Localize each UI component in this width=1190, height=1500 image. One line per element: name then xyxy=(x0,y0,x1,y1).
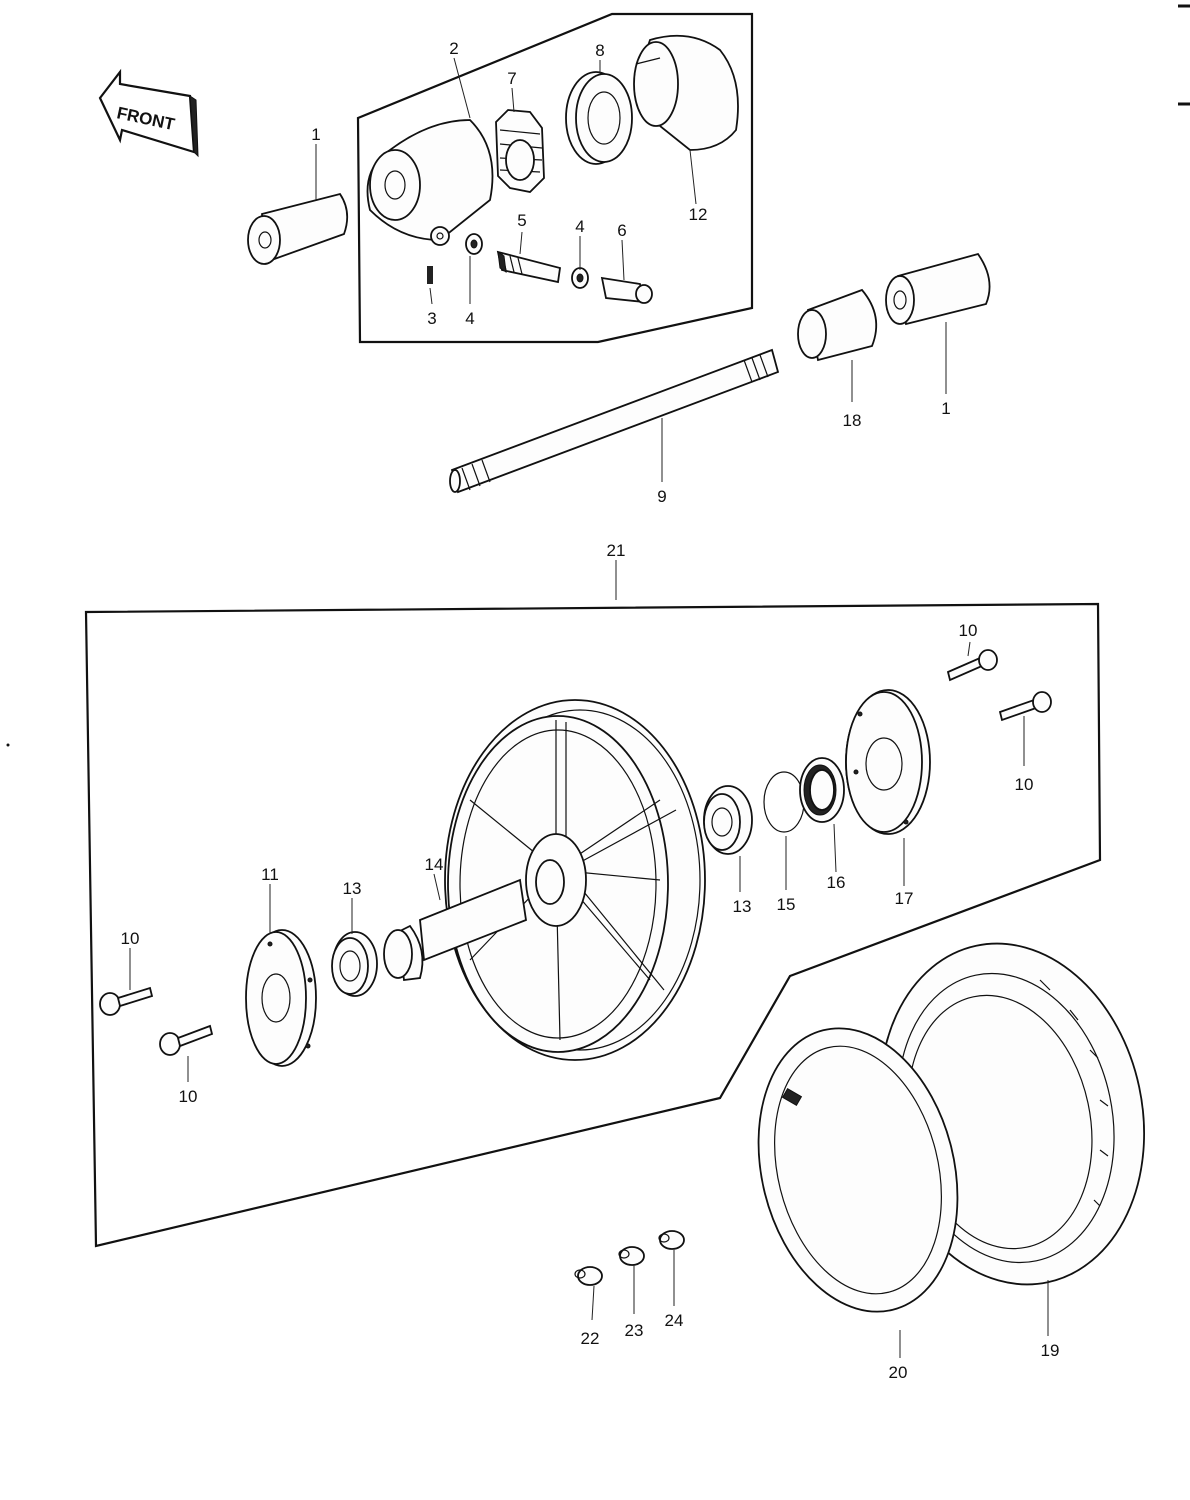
part-10-bolt-top-2 xyxy=(998,691,1052,722)
part-18-collar xyxy=(797,288,878,362)
callout-4-right: 4 xyxy=(575,217,584,236)
part-11-hub-disc xyxy=(245,929,317,1067)
part-13-bearing-left xyxy=(331,931,378,997)
part-17-hub-disc xyxy=(845,689,931,835)
callout-20: 20 xyxy=(889,1363,908,1382)
callout-24: 24 xyxy=(665,1311,684,1330)
part-20-inner-tube xyxy=(757,1027,959,1313)
front-direction-badge: FRONT xyxy=(98,68,199,158)
callout-4-left: 4 xyxy=(465,309,474,328)
stray-dot xyxy=(6,743,10,747)
callout-21: 21 xyxy=(607,541,626,560)
part-14-cast-wheel xyxy=(444,699,706,1061)
callout-1-top: 1 xyxy=(311,125,320,144)
callout-22: 22 xyxy=(581,1329,600,1348)
part-7-gear xyxy=(495,109,545,193)
callout-12: 12 xyxy=(689,205,708,224)
callout-15: 15 xyxy=(777,895,796,914)
callout-9: 9 xyxy=(657,487,666,506)
part-10-bolt-left-1 xyxy=(99,986,154,1016)
part-6-bushing xyxy=(600,276,653,304)
callout-18: 18 xyxy=(843,411,862,430)
part-1-spacer-top xyxy=(247,192,349,265)
part-24-valve-nut xyxy=(658,1230,685,1250)
callout-10-top-1: 10 xyxy=(959,621,978,640)
wheel-hub-sleeve xyxy=(419,878,527,962)
part-10-bolt-left-2 xyxy=(159,1024,214,1056)
part-4-washer-left xyxy=(465,233,483,255)
callout-6: 6 xyxy=(617,221,626,240)
callout-10-top-2: 10 xyxy=(1015,775,1034,794)
callout-10-left-2: 10 xyxy=(179,1087,198,1106)
part-13-bearing-right xyxy=(703,785,753,855)
part-22-valve-cap xyxy=(574,1266,603,1286)
leader-lines xyxy=(129,57,1049,1358)
callout-23: 23 xyxy=(625,1321,644,1340)
callout-13-right: 13 xyxy=(733,897,752,916)
callout-16: 16 xyxy=(827,873,846,892)
callout-17: 17 xyxy=(895,889,914,908)
callout-14: 14 xyxy=(425,855,444,874)
part-10-bolt-top-1 xyxy=(946,649,998,682)
wheel-assembly-outline xyxy=(84,602,1102,1248)
part-3-pin xyxy=(427,266,433,284)
part-23-valve-core xyxy=(618,1246,645,1266)
callout-8: 8 xyxy=(595,41,604,60)
callout-7: 7 xyxy=(507,69,516,88)
part-8-seal xyxy=(565,71,633,165)
callout-3: 3 xyxy=(427,309,436,328)
callout-2: 2 xyxy=(449,39,458,58)
part-9-axle xyxy=(449,348,780,494)
callout-11: 11 xyxy=(261,865,279,884)
part-16-oil-seal xyxy=(799,757,845,823)
part-15-circlip xyxy=(763,771,805,833)
part-4-washer-right xyxy=(571,267,589,289)
wheel-spacer-left xyxy=(383,924,424,982)
part-12-housing-cap xyxy=(633,34,739,151)
callout-13-left: 13 xyxy=(343,879,362,898)
part-2-gear-housing xyxy=(366,119,494,246)
callout-5: 5 xyxy=(517,211,526,230)
part-5-drive-gear-shaft xyxy=(496,250,562,284)
part-1-spacer-right xyxy=(885,252,991,326)
callout-1-right: 1 xyxy=(941,399,950,418)
callout-numbers: 1 2 3 4 4 5 6 7 8 12 1 18 9 21 10 10 10 … xyxy=(121,39,1060,1382)
callout-19: 19 xyxy=(1041,1341,1060,1360)
gear-housing-assembly-outline xyxy=(356,12,754,344)
callout-10-left-1: 10 xyxy=(121,929,140,948)
